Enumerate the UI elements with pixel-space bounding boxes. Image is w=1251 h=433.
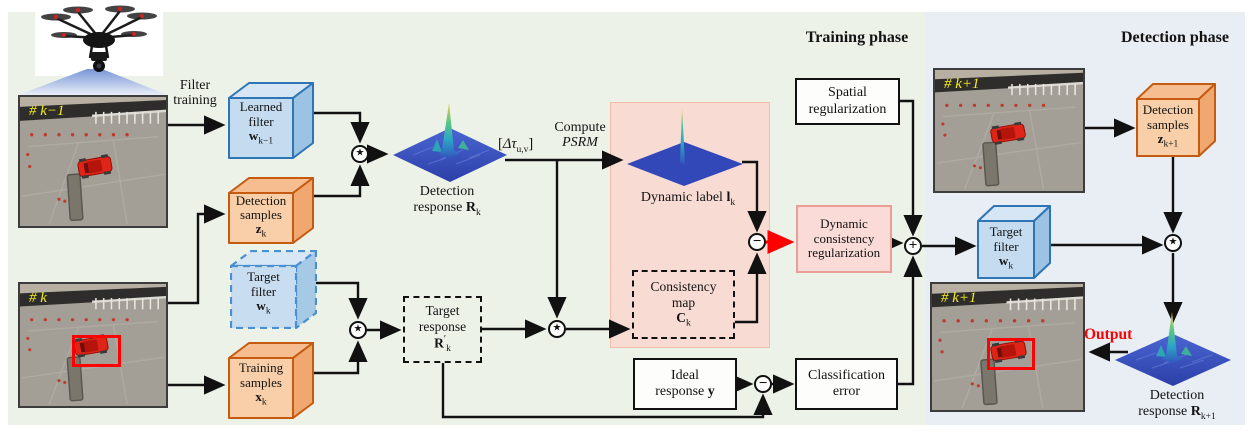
video-frame-k-plus-1-input: # k+1 — [933, 68, 1085, 193]
compute-psrm-label: Compute PSRM — [554, 120, 606, 151]
video-frame-k: # k — [18, 282, 168, 408]
correlation-op-4: ★ — [1164, 234, 1182, 252]
target-bbox — [987, 338, 1035, 370]
target-bbox — [72, 335, 121, 367]
cube-shape — [1136, 83, 1216, 157]
correlation-op-1: ★ — [351, 145, 369, 163]
correlation-op-2: ★ — [349, 321, 367, 339]
road-scene — [20, 97, 166, 226]
cube-shape — [228, 177, 314, 244]
subtract-op-1: − — [748, 233, 766, 251]
training-phase-title: Training phase — [805, 29, 909, 46]
output-label: Output — [1084, 326, 1133, 343]
cube-shape — [228, 82, 314, 159]
surface-plot-detection-response-k — [393, 103, 507, 182]
detection-response-next-label: Detection response Rk+1 — [1138, 388, 1216, 422]
video-frame-k-plus-1-output: # k+1 — [930, 282, 1085, 412]
road-scene — [932, 284, 1083, 410]
drone-icon — [41, 5, 157, 72]
cube-shape — [228, 342, 314, 419]
surface-plot-detection-response-next — [1115, 312, 1231, 386]
subtract-op-2: − — [754, 375, 772, 393]
surface-plot-dynamic-label — [627, 108, 743, 186]
cube-shape — [230, 250, 317, 329]
frame-label: # k−1 — [29, 103, 65, 119]
frame-label: # k+1 — [944, 76, 980, 92]
detection-phase-title: Detection phase — [1121, 29, 1229, 46]
filter-training-label: Filter training — [173, 78, 217, 109]
frame-label: # k — [29, 290, 47, 306]
frame-label: # k+1 — [941, 290, 977, 306]
video-frame-k-minus-1: # k−1 — [18, 95, 168, 228]
correlation-op-3: ★ — [548, 320, 566, 338]
cube-shape — [977, 205, 1051, 279]
road-scene — [20, 284, 166, 406]
dynamic-label-plot-label: Dynamic label lk — [640, 190, 736, 208]
road-scene — [935, 70, 1083, 191]
detection-response-k-label: Detection response Rk — [413, 184, 481, 218]
ideal-response-box: Ideal response y — [633, 358, 737, 410]
delta-tau-label: [Δτu,v] — [498, 136, 534, 155]
add-op-1: + — [904, 237, 922, 255]
